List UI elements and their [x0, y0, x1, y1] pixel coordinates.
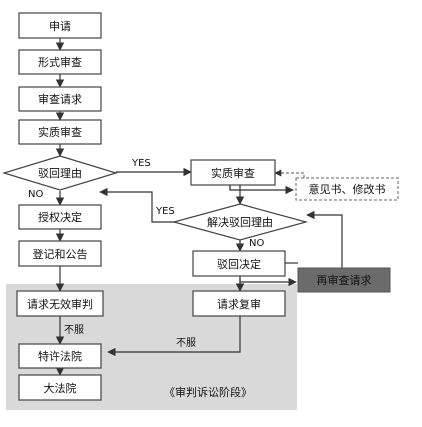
- node-re-examination-request: 再审查请求: [297, 267, 391, 293]
- node-grant-decision-label: 授权决定: [38, 210, 82, 224]
- connector-yes: [99, 187, 186, 223]
- node-substantive-review: 实质审查: [18, 119, 102, 145]
- label-dissatisfied-2: 不服: [176, 337, 196, 349]
- label-yes-2: YES: [155, 206, 175, 217]
- node-review-request-label: 审查请求: [38, 92, 82, 106]
- connector: [107, 316, 241, 357]
- node-formal-review-label: 形式审查: [38, 55, 82, 69]
- node-apply: 申请: [18, 12, 102, 39]
- node-supreme-court-label: 大法院: [44, 381, 77, 395]
- node-reject-decision: 驳回决定: [192, 250, 286, 277]
- node-invalid-trial-request-label: 请求无效审判: [27, 297, 93, 311]
- node-review-request: 审查请求: [18, 86, 102, 112]
- node-substantive-review-2-label: 实质审查: [211, 166, 255, 180]
- node-ip-high-court-label: 特许法院: [38, 349, 82, 363]
- decision-reject-reason: 驳回理由: [1, 155, 119, 191]
- node-register-announce: 登记和公告: [18, 240, 102, 267]
- node-reject-decision-label: 驳回决定: [217, 257, 261, 271]
- node-opinion-amend: 意见书、修改书: [295, 177, 399, 201]
- node-apply-label: 申请: [49, 20, 71, 33]
- node-substantive-review-label: 实质审查: [38, 125, 82, 139]
- node-review-trial-request-label: 请求复审: [217, 297, 261, 311]
- label-no-1: NO: [28, 189, 43, 200]
- decision-resolve-reject-label: 解决驳回理由: [207, 215, 273, 229]
- node-invalid-trial-request: 请求无效审判: [16, 290, 104, 317]
- node-formal-review: 形式审查: [18, 49, 102, 75]
- label-dissatisfied-1: 不服: [64, 324, 84, 336]
- connector: [239, 276, 297, 287]
- node-register-announce-label: 登记和公告: [33, 247, 88, 261]
- node-re-examination-request-label: 再审查请求: [317, 273, 372, 287]
- stage-caption: 《审判诉讼阶段》: [164, 385, 252, 399]
- connector: [306, 210, 343, 268]
- node-grant-decision: 授权决定: [18, 204, 102, 230]
- connector: [229, 185, 294, 195]
- label-no-2: NO: [249, 238, 264, 249]
- node-substantive-review-2: 实质审查: [190, 159, 276, 186]
- decision-resolve-reject: 解决驳回理由: [171, 203, 309, 241]
- node-opinion-amend-label: 意见书、修改书: [309, 182, 386, 196]
- node-review-trial-request: 请求复审: [192, 290, 286, 317]
- decision-reject-reason-label: 驳回理由: [38, 166, 82, 180]
- label-yes-1: YES: [131, 158, 151, 169]
- node-supreme-court: 大法院: [18, 374, 102, 401]
- node-ip-high-court: 特许法院: [18, 343, 102, 369]
